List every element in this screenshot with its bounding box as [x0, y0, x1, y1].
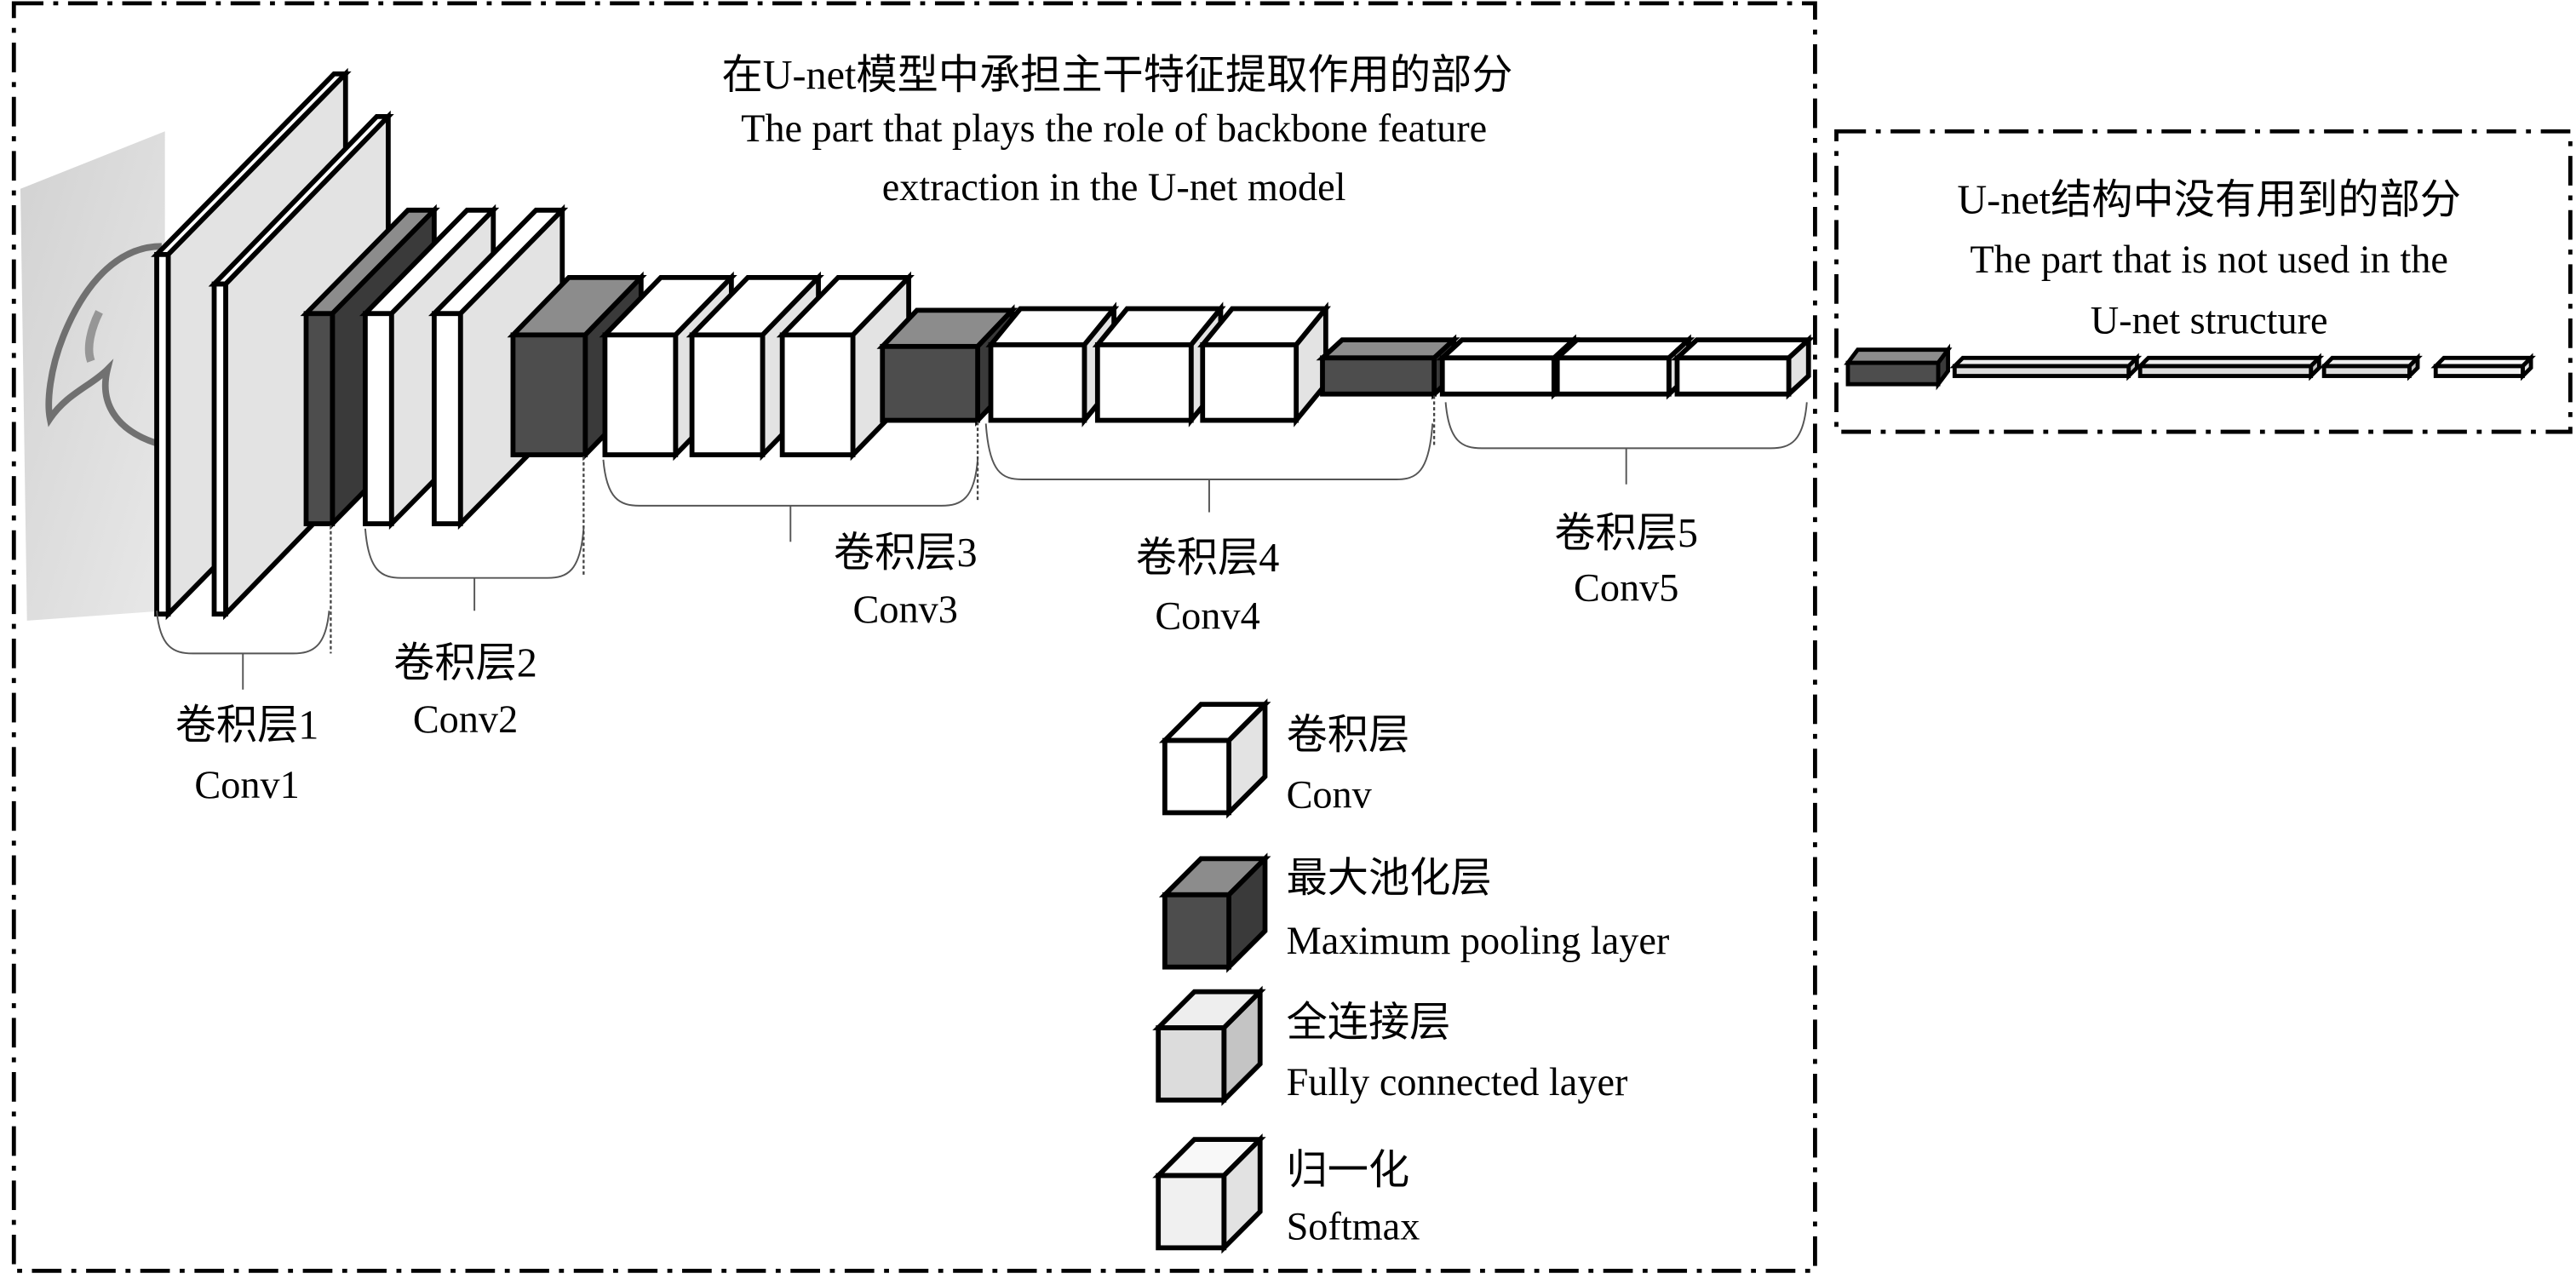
backbone-title-en-1: The part that plays the role of backbone… [741, 107, 1487, 151]
stage-label-conv5-zh: 卷积层5 [1554, 511, 1698, 556]
legend-conv-swatch-front-face [1162, 737, 1231, 816]
conv5-layer-2 [1551, 334, 1695, 400]
conv4-layer-1-front-face [988, 342, 1087, 423]
legend-pool-zh: 最大池化层 [1287, 856, 1492, 901]
legend-softmax-en: Softmax [1287, 1206, 1420, 1249]
conv3-layer-2-front-face [689, 332, 766, 457]
unused-title-en-1: The part that is not used in the [1970, 238, 2448, 282]
stage-label-conv5-en: Conv5 [1574, 567, 1678, 611]
pool5-layer-front-face [1845, 360, 1941, 387]
pool4-layer [1316, 334, 1460, 400]
fc-layer-2 [2135, 353, 2325, 381]
conv4-brace [984, 423, 1434, 513]
legend-softmax-swatch-front-face [1156, 1173, 1227, 1251]
fc-layer-1-front-face [1952, 364, 2131, 378]
legend-fc-en: Fully connected layer [1287, 1061, 1628, 1104]
unused-region-frame [1834, 129, 2573, 434]
stage-braces [156, 395, 1808, 690]
legend-conv-zh: 卷积层 [1287, 713, 1410, 758]
pool2-layer-front-face [510, 332, 588, 457]
legend-fc-swatch [1152, 985, 1266, 1106]
conv3-layer-1-front-face [602, 332, 679, 457]
conv4-layer-2-front-face [1094, 342, 1194, 423]
pool1-layer-front-face [303, 311, 336, 526]
conv5-layer-3 [1671, 334, 1816, 400]
stage-label-conv1-zh: 卷积层1 [175, 703, 319, 748]
conv5-layer-1 [1436, 334, 1581, 400]
legend-fc-zh: 全连接层 [1287, 1001, 1451, 1046]
conv2-layer-1-front-face [363, 311, 394, 526]
legend-pool-en: Maximum pooling layer [1287, 920, 1670, 963]
legend-fc-swatch-front-face [1156, 1025, 1227, 1103]
legend-swatches [1152, 698, 1271, 1254]
conv1-brace [156, 611, 330, 690]
legend-pool-swatch [1158, 852, 1271, 973]
fc-layer-1 [1949, 353, 2143, 381]
conv3-brace [602, 459, 979, 542]
conv2-layer-2-front-face [431, 311, 463, 526]
conv4-layer-3-front-face [1200, 342, 1299, 423]
conv5-layer-1-front-face [1439, 355, 1557, 397]
stage-label-conv3-zh: 卷积层3 [834, 531, 978, 576]
pool3-layer-front-face [880, 343, 980, 423]
legend-conv-en: Conv [1287, 774, 1373, 817]
conv3-layer-3-front-face [779, 332, 856, 457]
stage-label-conv1-en: Conv1 [194, 764, 299, 807]
fc-layer-2-front-face [2137, 364, 2314, 378]
conv5-layer-2-front-face [1554, 355, 1672, 397]
fc-layer-3 [2319, 353, 2423, 381]
unused-title-en-2: U-net structure [2091, 299, 2328, 342]
stage-label-conv4-en: Conv4 [1155, 594, 1259, 638]
legend-pool-swatch-front-face [1162, 892, 1231, 970]
pool5-layer [1844, 343, 1953, 391]
conv1-layer-1-front-face [154, 251, 171, 617]
backbone-title-en-2: extraction in the U-net model [882, 166, 1346, 209]
softmax-layer [2430, 353, 2536, 381]
stage-label-conv3-en: Conv3 [853, 588, 958, 632]
stage-label-conv2-en: Conv2 [413, 698, 518, 742]
backbone-region-frame [11, 1, 1817, 1273]
stage-label-conv2-zh: 卷积层2 [393, 640, 537, 685]
softmax-layer-front-face [2433, 364, 2525, 378]
legend-softmax-zh: 归一化 [1287, 1148, 1410, 1193]
legend-softmax-swatch [1152, 1133, 1266, 1254]
network-layers [151, 67, 2536, 621]
conv5-layer-3-front-face [1674, 355, 1792, 397]
fc-layer-3-front-face [2321, 364, 2412, 378]
legend-conv-swatch [1158, 698, 1271, 819]
backbone-title-zh: 在U-net模型中承担主干特征提取作用的部分 [722, 53, 1513, 98]
conv2-brace [364, 528, 585, 611]
unused-title-zh: U-net结构中没有用到的部分 [1957, 178, 2461, 223]
conv5-brace [1444, 402, 1808, 485]
pool4-layer-front-face [1320, 355, 1437, 397]
conv4-layer-3 [1197, 301, 1331, 427]
conv1-layer-2-front-face [211, 281, 228, 617]
input-image [20, 131, 165, 621]
stage-label-conv4-zh: 卷积层4 [1136, 536, 1280, 581]
